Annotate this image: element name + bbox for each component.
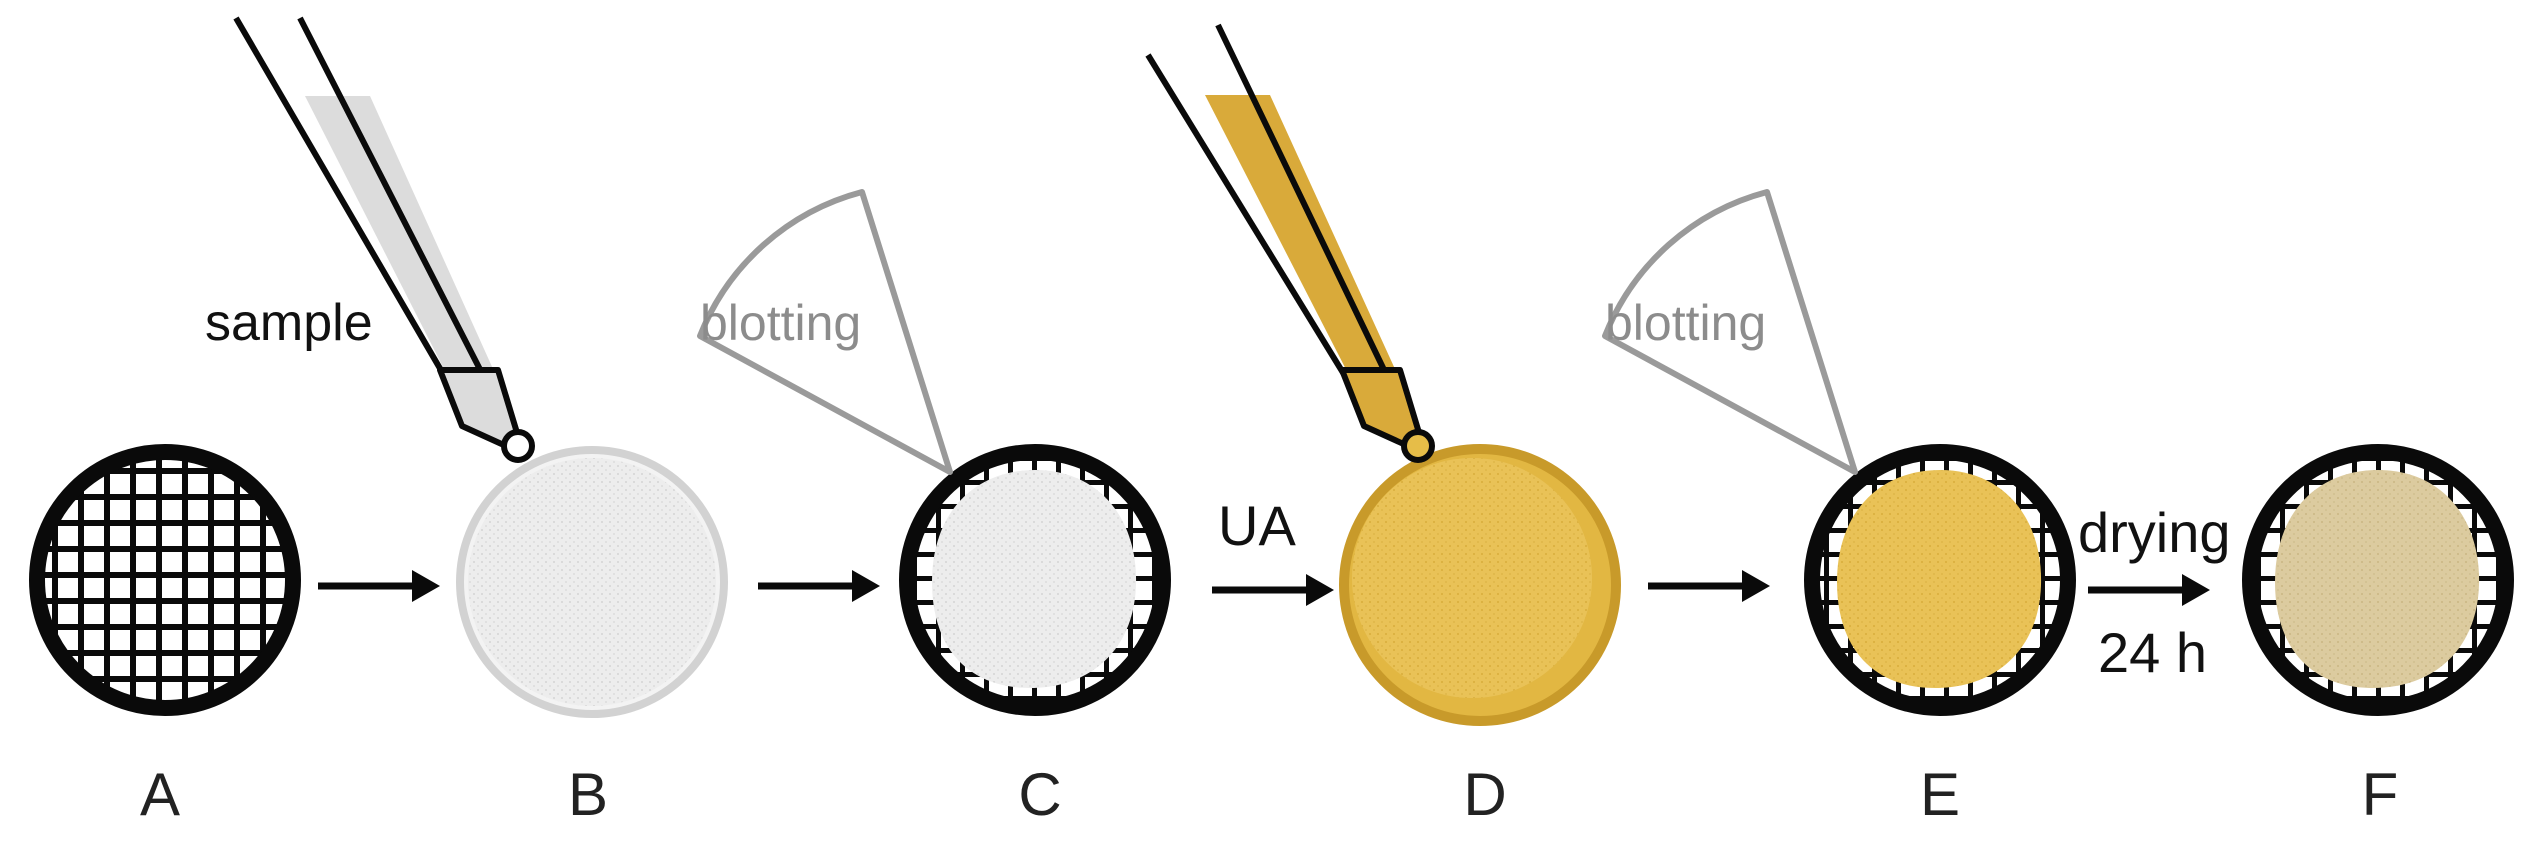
step-label-a: A (140, 761, 180, 828)
grid-e (1804, 444, 2076, 716)
grid-f (2242, 444, 2514, 716)
blotting-paper-2 (1602, 189, 1858, 475)
step-label-c: C (1018, 761, 1061, 828)
arrow-a-b (318, 570, 440, 602)
step-label-f: F (2362, 761, 2399, 828)
pipette-ua (1145, 23, 1435, 463)
pipette-sample (233, 16, 535, 463)
step-label-b: B (568, 761, 608, 828)
step-label-d: D (1463, 761, 1506, 828)
grid-a (29, 444, 301, 716)
arrow-label-duration: 24 h (2098, 621, 2207, 684)
step-label-e: E (1920, 761, 1960, 828)
grid-d (1339, 444, 1621, 726)
arrow-c-d (1212, 574, 1334, 606)
grid-c (899, 444, 1171, 716)
blotting-paper-1-label: blotting (700, 295, 861, 351)
arrow-e-f (2088, 574, 2210, 606)
pipette-sample-label: sample (205, 294, 373, 352)
grid-b (456, 446, 728, 718)
arrow-b-c (758, 570, 880, 602)
arrow-label-drying: drying (2078, 501, 2231, 564)
arrow-label-ua: UA (1218, 494, 1296, 557)
blotting-paper-2-label: blotting (1605, 295, 1766, 351)
blotting-paper-1 (697, 189, 953, 475)
arrow-d-e (1648, 570, 1770, 602)
